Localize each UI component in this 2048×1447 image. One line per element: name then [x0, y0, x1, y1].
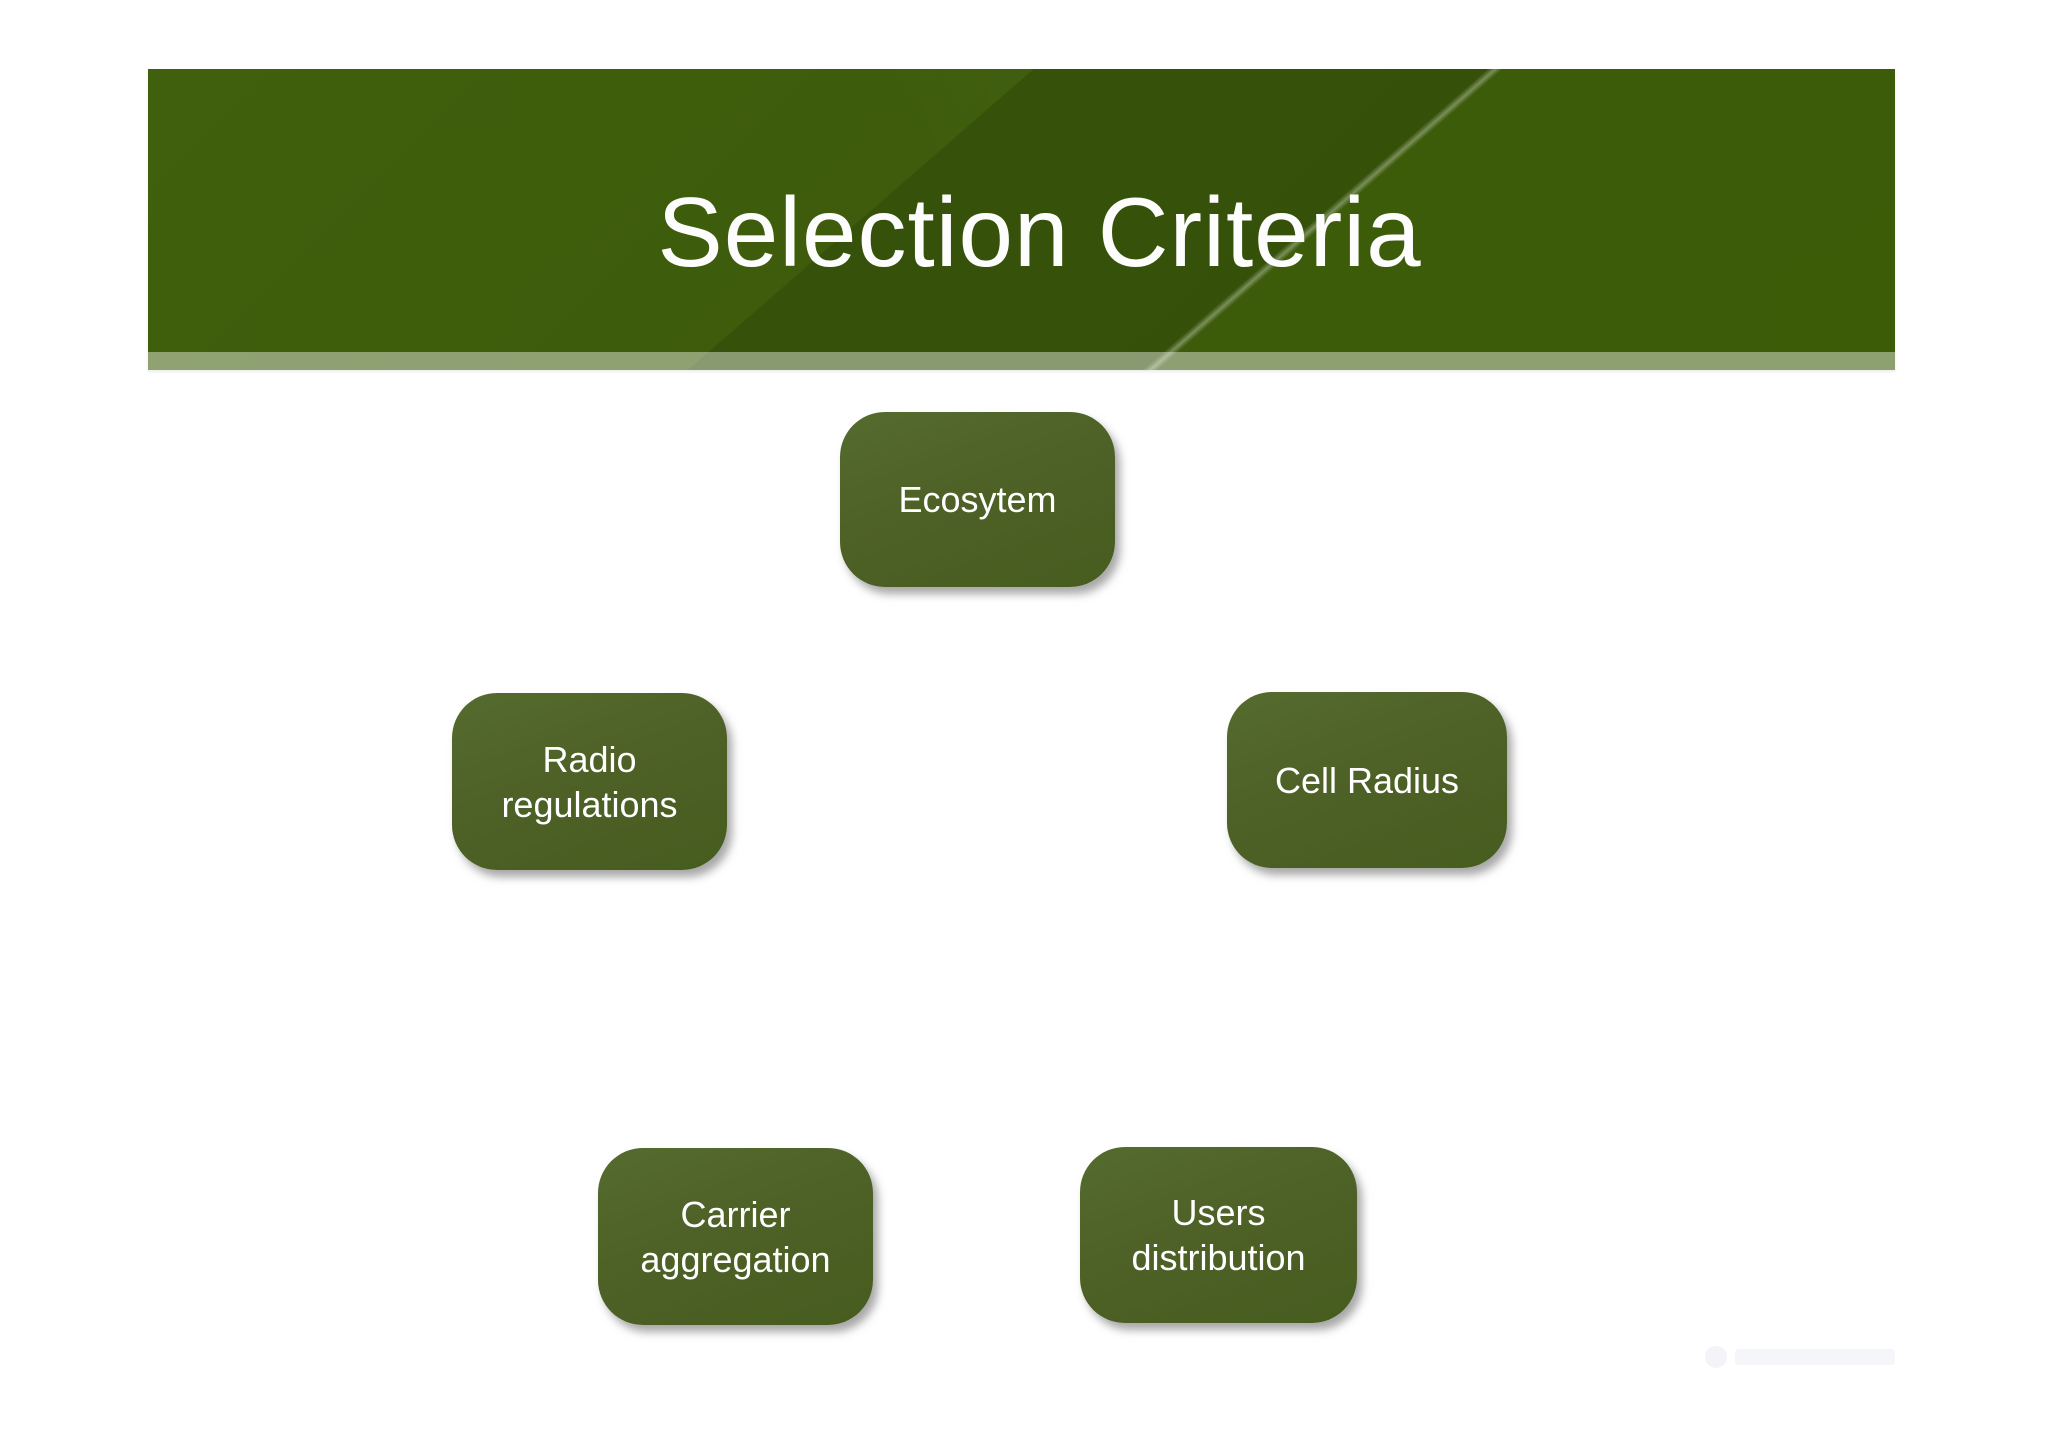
criteria-box-cell-radius: Cell Radius — [1227, 692, 1507, 868]
criteria-box-label: Ecosytem — [898, 479, 1057, 520]
header-bottom-strip — [148, 352, 1895, 370]
criteria-box-carrier-aggregation: Carrier aggregation — [598, 1148, 873, 1325]
watermark-logo-icon — [1705, 1346, 1727, 1368]
criteria-box-label: Radio regulations — [501, 738, 678, 825]
criteria-box-ecosytem: Ecosytem — [840, 412, 1115, 587]
slide-header: Selection Criteria — [148, 69, 1895, 370]
criteria-box-users-distribution: Users distribution — [1080, 1147, 1357, 1323]
criteria-box-label: Cell Radius — [1274, 759, 1460, 801]
criteria-box-label: Carrier aggregation — [640, 1193, 831, 1280]
criteria-box-radio-regulations: Radio regulations — [452, 693, 727, 870]
watermark-text-blur — [1735, 1349, 1895, 1365]
criteria-box-label: Users distribution — [1131, 1192, 1306, 1278]
watermark — [1705, 1343, 1895, 1371]
slide-title: Selection Criteria — [657, 177, 1422, 287]
